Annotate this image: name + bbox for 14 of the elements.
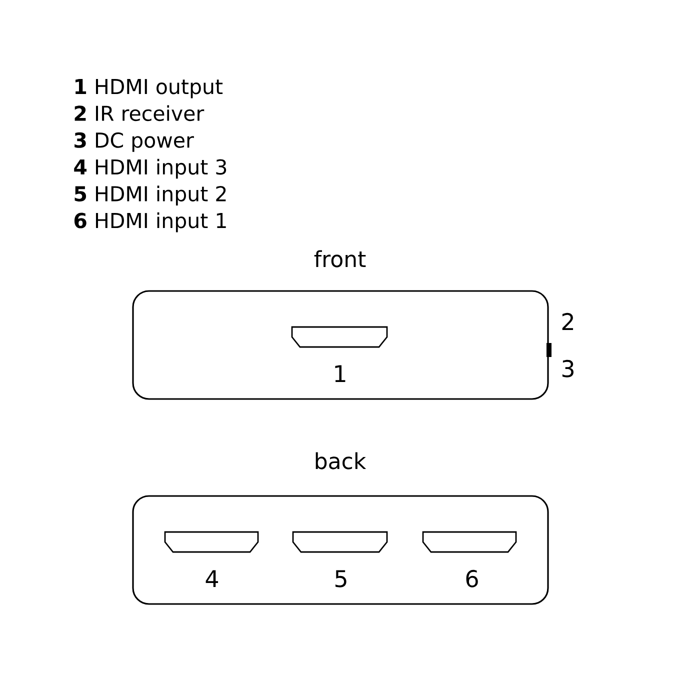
callout-number: 5	[335, 570, 346, 588]
key-entry: 4 HDMI input 3	[74, 158, 226, 179]
key-entry: 1 HDMI output	[76, 79, 223, 98]
callout-number: 2	[562, 312, 574, 330]
heading: back	[316, 452, 366, 470]
key-entry: 6 HDMI input 1	[74, 212, 226, 232]
key-entry: 3 DC power	[74, 132, 194, 152]
key-entry: 5 HDMI input 2	[74, 186, 226, 206]
callout-number: 3	[562, 360, 574, 378]
callout-number: 1	[335, 365, 346, 382]
callout-number: 6	[466, 570, 478, 588]
key-entry: 2 IR receiver	[74, 105, 204, 122]
heading: front	[314, 250, 366, 268]
callout-number: 4	[206, 570, 218, 587]
